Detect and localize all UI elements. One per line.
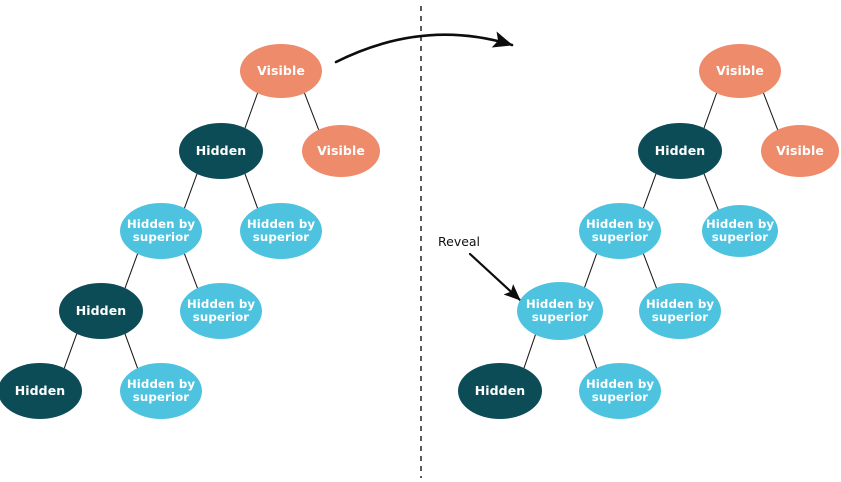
tree-edge (522, 332, 537, 371)
tree-node-hidden-by-superior[interactable]: Hidden by superior (240, 203, 322, 259)
tree-node-visible[interactable]: Visible (240, 44, 322, 98)
tree-edge (583, 332, 598, 371)
reveal-label: Reveal (438, 234, 481, 249)
tree-node-hidden-by-superior[interactable]: Hidden by superior (579, 363, 661, 419)
tree-edge (123, 251, 139, 291)
tree-node-hidden[interactable]: Hidden (0, 363, 82, 419)
tree-node-hidden-by-superior[interactable]: Hidden by superior (702, 205, 778, 257)
tree-edge (642, 171, 658, 211)
tree-node-visible[interactable]: Visible (761, 125, 839, 177)
tree-edge (642, 251, 658, 291)
tree-node-visible[interactable]: Visible (699, 44, 781, 98)
tree-node-hidden-by-superior[interactable]: Hidden by superior (180, 283, 262, 339)
tree-edge (583, 251, 598, 290)
tree-edge (243, 90, 259, 131)
tree-edge (762, 90, 779, 133)
tree-node-hidden-by-superior[interactable]: Hidden by superior (120, 363, 202, 419)
tree-edge (702, 90, 718, 131)
tree-edge (123, 331, 139, 371)
tree-node-hidden-by-superior[interactable]: Hidden by superior (579, 203, 661, 259)
tree-edge (243, 171, 259, 211)
reveal-arrow-icon (468, 252, 522, 302)
tree-edge (183, 171, 199, 211)
tree-node-hidden-by-superior[interactable]: Hidden by superior (517, 282, 603, 340)
tree-node-hidden[interactable]: Hidden (638, 123, 722, 179)
tree-edge (702, 171, 720, 213)
tree-edge (183, 251, 199, 291)
tree-edge (62, 331, 79, 371)
transform-arrow-icon (334, 31, 514, 64)
tree-edge (303, 90, 320, 133)
tree-node-visible[interactable]: Visible (302, 125, 380, 177)
tree-node-hidden[interactable]: Hidden (179, 123, 263, 179)
tree-node-hidden-by-superior[interactable]: Hidden by superior (120, 203, 202, 259)
tree-node-hidden-by-superior[interactable]: Hidden by superior (639, 283, 721, 339)
tree-node-hidden[interactable]: Hidden (59, 283, 143, 339)
tree-node-hidden[interactable]: Hidden (458, 363, 542, 419)
